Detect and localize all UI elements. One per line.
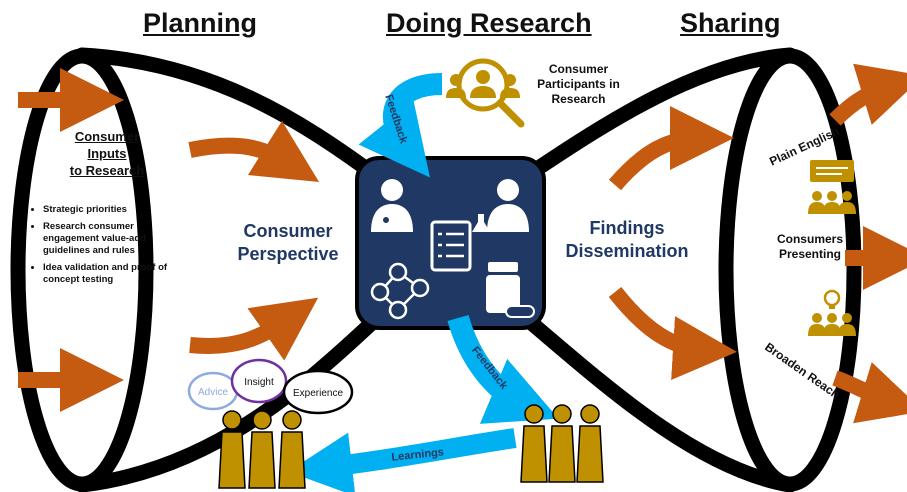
network-icon <box>370 262 430 320</box>
planning-header: Planning <box>143 8 257 38</box>
planning-ring <box>10 48 154 492</box>
findings-arrow-top <box>608 106 734 191</box>
doing-research-header: Doing Research <box>386 8 592 38</box>
list-item: Idea validation and proof of concept tes… <box>43 262 181 286</box>
perspective-arrow-bottom <box>189 297 319 361</box>
list-item: Research consumer engagement value-add g… <box>43 221 181 257</box>
people-group-left <box>218 410 306 489</box>
idea-group-icon <box>808 289 856 336</box>
consumer-perspective-label: Consumer Perspective <box>237 221 339 264</box>
checklist-icon <box>430 220 472 272</box>
reach-arrow-bottom <box>832 362 907 424</box>
consumer-inputs-title: Consumer Inputs to Research <box>69 129 145 178</box>
planning-arrows <box>18 68 320 412</box>
advice-text: Advice <box>198 387 228 398</box>
scientist-icon <box>472 179 529 232</box>
insight-bubble <box>230 358 288 404</box>
participants-label: Consumer Participants in Research <box>537 62 620 106</box>
learnings-arrow <box>288 428 517 492</box>
sharing-arrows <box>608 63 907 424</box>
findings-arrow-bottom <box>608 287 737 380</box>
presentation-group-icon <box>808 160 856 214</box>
doctor-icon <box>371 179 413 232</box>
consumer-search-icon <box>446 58 525 128</box>
list-item: Strategic priorities <box>43 204 181 216</box>
feedback-arrow-top <box>358 73 443 178</box>
perspective-arrow-top <box>188 120 320 183</box>
consumer-inputs-list: Strategic priorities Research consumer e… <box>32 204 181 291</box>
sharing-ring <box>718 48 862 492</box>
medicine-bottle-icon <box>486 262 535 318</box>
experience-bubble <box>282 369 354 415</box>
experience-text: Experience <box>293 388 343 399</box>
sharing-header: Sharing <box>680 8 781 38</box>
consumers-presenting-label: Consumers Presenting <box>776 232 844 261</box>
reach-arrow-top <box>829 63 907 126</box>
insight-text: Insight <box>244 377 274 388</box>
findings-dissemination-label: Findings Dissemination <box>565 218 689 261</box>
learnings-label: Learnings <box>391 446 445 463</box>
broaden-reach-label: Broaden Reach <box>762 340 842 402</box>
feedback-arrow-bottom <box>447 314 559 424</box>
people-group-right <box>520 404 604 483</box>
funnel-frame <box>74 47 798 492</box>
